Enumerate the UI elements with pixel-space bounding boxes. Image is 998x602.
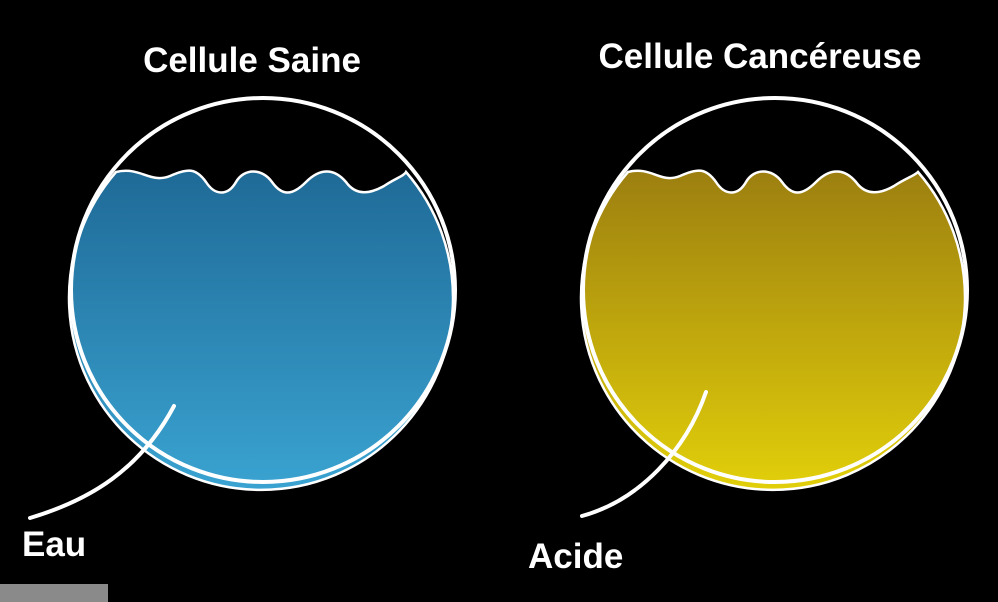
- corner-texture-patch: [0, 584, 108, 602]
- cancer-cell-title: Cellule Cancéreuse: [599, 37, 922, 76]
- healthy-cell-content-label: Eau: [22, 525, 86, 564]
- cancer-cell-content-label: Acide: [528, 537, 623, 576]
- healthy-cell-title: Cellule Saine: [143, 41, 361, 80]
